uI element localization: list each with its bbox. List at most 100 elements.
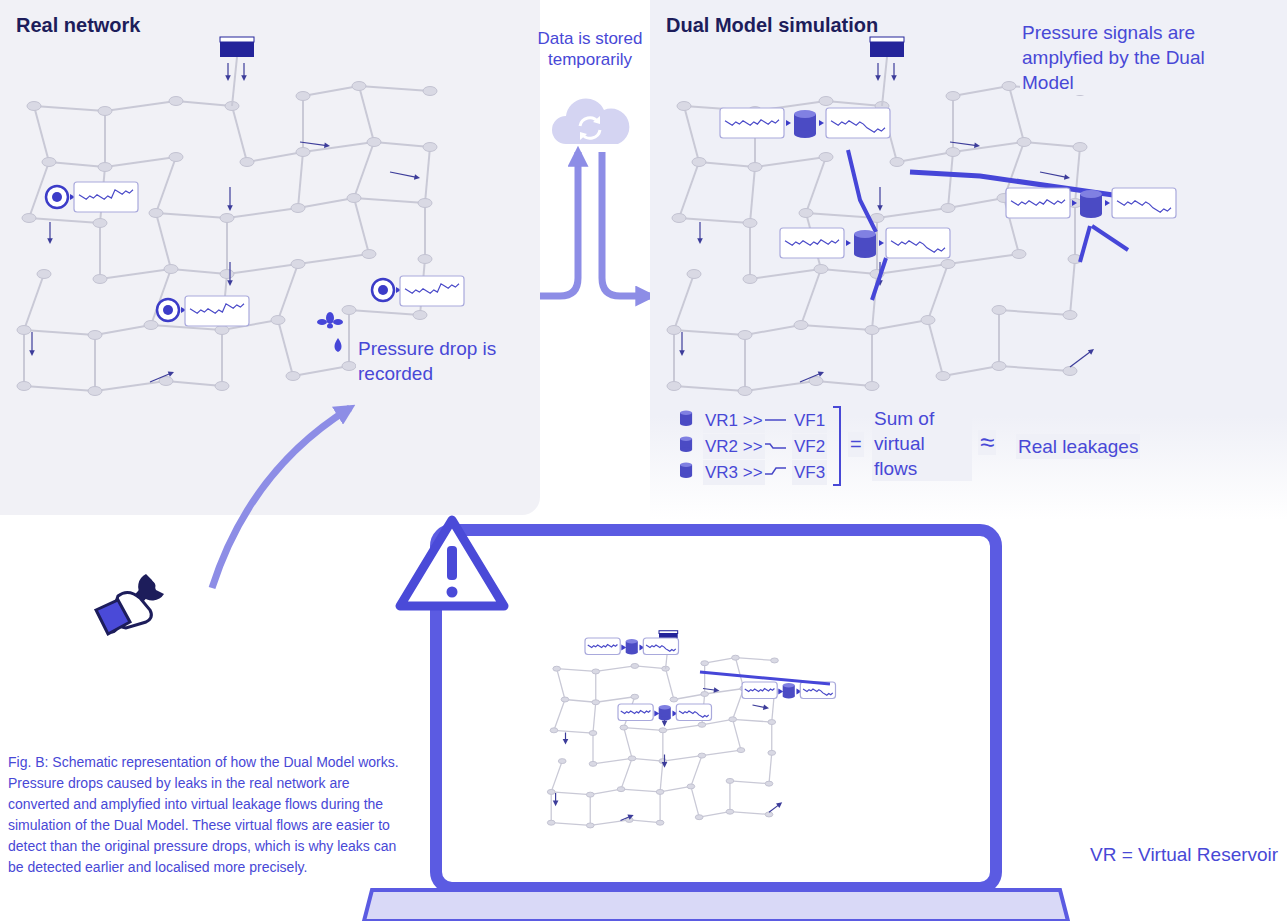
network-junction bbox=[98, 163, 112, 172]
pipe bbox=[621, 758, 632, 789]
network-junction bbox=[1002, 82, 1016, 91]
pipe bbox=[293, 366, 349, 376]
network-junction bbox=[240, 158, 254, 167]
network-junction bbox=[692, 158, 706, 167]
flow-sample bbox=[762, 419, 786, 421]
virtual-reservoir-top bbox=[659, 705, 671, 709]
pipe bbox=[897, 152, 953, 162]
pressure-sensor-core bbox=[52, 192, 62, 202]
pipe bbox=[374, 142, 430, 147]
network-junction bbox=[941, 204, 955, 213]
laptop-screen bbox=[436, 530, 996, 888]
pipe bbox=[953, 86, 1009, 96]
virtual-flow-path bbox=[848, 150, 876, 232]
water-tank-top bbox=[870, 37, 904, 42]
signal-box bbox=[400, 276, 464, 306]
signal-trace bbox=[725, 120, 779, 125]
pipe bbox=[771, 722, 772, 753]
pipe bbox=[699, 812, 730, 818]
network-junction bbox=[547, 820, 555, 825]
leak-splash bbox=[317, 319, 327, 325]
signal-box bbox=[1112, 188, 1176, 218]
virtual-reservoir-top bbox=[680, 437, 692, 441]
network-junction bbox=[27, 102, 41, 111]
pipe bbox=[928, 320, 943, 376]
pipe bbox=[826, 101, 882, 106]
pipe bbox=[750, 269, 821, 279]
network-junction bbox=[941, 260, 955, 269]
pipe bbox=[674, 694, 705, 700]
network-junction bbox=[296, 92, 310, 101]
pipe bbox=[1074, 203, 1076, 259]
network-junction bbox=[271, 316, 285, 325]
pipe bbox=[733, 719, 772, 722]
pipe bbox=[691, 786, 699, 817]
flow-arrow-head bbox=[227, 205, 233, 211]
pipe bbox=[354, 198, 369, 254]
network-junction bbox=[296, 148, 310, 157]
network-junction bbox=[558, 759, 566, 764]
network-junction bbox=[656, 820, 664, 825]
pipe bbox=[749, 223, 751, 279]
leak-note: Pressure drop is recorded bbox=[356, 336, 530, 386]
equals-sign: = bbox=[848, 432, 864, 457]
pipe bbox=[730, 781, 769, 784]
flow-arrow-head bbox=[563, 739, 569, 745]
network-junction bbox=[149, 209, 163, 218]
pipe bbox=[354, 142, 374, 198]
network-junction bbox=[667, 326, 681, 335]
network-junction bbox=[814, 265, 828, 274]
network-panel: Real network bbox=[0, 0, 540, 515]
sensor-arrow bbox=[786, 120, 791, 126]
network-junction bbox=[169, 153, 183, 162]
flow-arrow-head bbox=[553, 801, 559, 807]
signal-box bbox=[1006, 188, 1070, 218]
pipe bbox=[425, 147, 430, 203]
pipe bbox=[593, 758, 632, 764]
network-junction bbox=[819, 97, 833, 106]
pipe bbox=[298, 254, 369, 264]
network-junction bbox=[631, 663, 639, 668]
pipe bbox=[592, 733, 593, 764]
pipe bbox=[557, 669, 596, 672]
signal-trace bbox=[803, 689, 833, 695]
network-junction bbox=[42, 158, 56, 167]
pipe bbox=[674, 274, 694, 330]
flow-arrow-head bbox=[1064, 174, 1070, 180]
pipe bbox=[278, 264, 298, 320]
virtual-flow-path bbox=[1080, 226, 1090, 262]
pipe bbox=[303, 86, 359, 96]
signal-box bbox=[618, 704, 653, 721]
flow-arrow bbox=[31, 332, 32, 353]
flow-arrow bbox=[390, 172, 417, 177]
flow-arrow-head bbox=[414, 174, 420, 180]
flow-arrow bbox=[49, 222, 50, 241]
pipe bbox=[948, 152, 953, 208]
network-junction bbox=[656, 789, 664, 794]
network-junction bbox=[701, 661, 709, 666]
pipe bbox=[247, 152, 303, 162]
pipe bbox=[554, 700, 565, 731]
network-junction bbox=[794, 321, 808, 330]
pipe bbox=[663, 725, 702, 731]
pipe bbox=[221, 330, 223, 386]
pipe bbox=[227, 208, 298, 218]
network-junction bbox=[220, 270, 234, 279]
signal-box bbox=[643, 638, 678, 655]
pipe bbox=[105, 157, 176, 167]
signal-trace bbox=[745, 688, 775, 691]
virtual-reservoir-base bbox=[1080, 210, 1102, 218]
sensor-arrow bbox=[621, 645, 626, 651]
signal-trace bbox=[190, 304, 244, 313]
signal-trace bbox=[1117, 201, 1171, 212]
pipe bbox=[23, 330, 25, 386]
pipe bbox=[551, 761, 562, 792]
network-junction bbox=[164, 265, 178, 274]
pipe bbox=[590, 820, 629, 826]
sensor-arrow bbox=[819, 120, 824, 126]
network-junction bbox=[890, 158, 904, 167]
legend-key: VR2 >> bbox=[703, 434, 765, 459]
virtual-flow-path bbox=[700, 672, 830, 684]
flow-arrow bbox=[800, 373, 821, 382]
real-network-illustration bbox=[0, 0, 540, 640]
